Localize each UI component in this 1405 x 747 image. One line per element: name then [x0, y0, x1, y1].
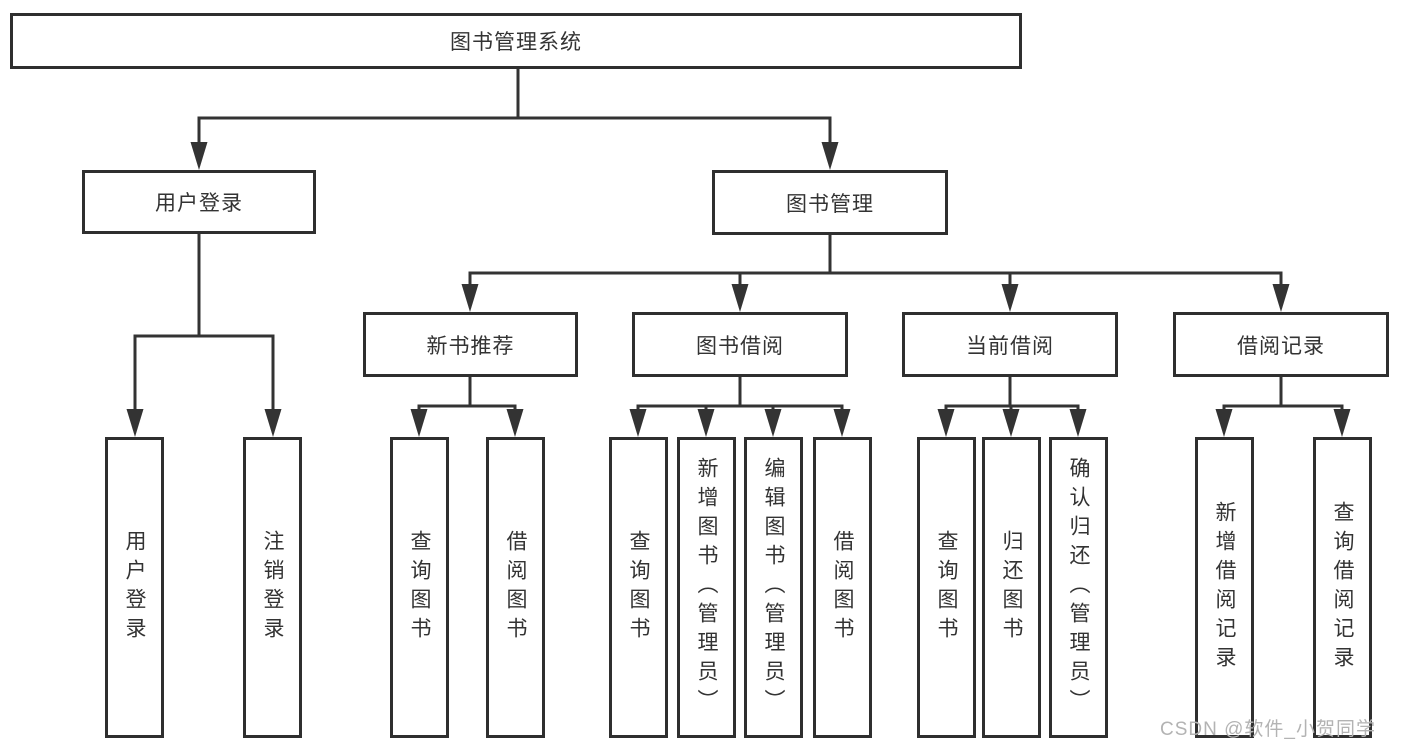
leaf-borrow-edit-books-admin-label: 编辑图书（管理员） [762, 457, 785, 718]
leaf-borrow-borrow-books-label: 借阅图书 [831, 529, 854, 646]
node-book-borrow-label: 图书借阅 [696, 334, 784, 358]
leaf-record-add-borrow-record-label: 新增借阅记录 [1213, 500, 1236, 675]
node-root-label: 图书管理系统 [450, 31, 582, 54]
leaf-newbook-borrow-books-label: 借阅图书 [504, 529, 527, 646]
node-borrow-records: 借阅记录 [1173, 312, 1389, 377]
edge-bookmgmt-to-level3 [468, 235, 1283, 287]
leaf-record-query-borrow-record-label: 查询借阅记录 [1331, 500, 1354, 675]
leaf-newbook-query-books-label: 查询图书 [408, 529, 431, 646]
leaf-user-login: 用户登录 [105, 437, 164, 738]
leaf-logout-login-label: 注销登录 [261, 529, 284, 646]
leaf-borrow-query-books: 查询图书 [609, 437, 668, 738]
node-root-system: 图书管理系统 [10, 13, 1022, 69]
edge-root-to-level2 [197, 69, 832, 144]
node-book-borrow: 图书借阅 [632, 312, 848, 377]
csdn-watermark: CSDN @软件_小贺同学 [1160, 719, 1376, 740]
leaf-record-query-borrow-record: 查询借阅记录 [1313, 437, 1372, 738]
edge-borrowrecord-to-leaves [1222, 377, 1344, 412]
node-user-login: 用户登录 [82, 170, 316, 234]
leaf-user-login-label: 用户登录 [123, 529, 146, 646]
leaf-current-query-books: 查询图书 [917, 437, 976, 738]
node-new-book-recommend: 新书推荐 [363, 312, 578, 377]
leaf-current-confirm-return-admin: 确认归还（管理员） [1049, 437, 1108, 738]
leaf-current-query-books-label: 查询图书 [935, 529, 958, 646]
leaf-record-add-borrow-record: 新增借阅记录 [1195, 437, 1254, 738]
node-current-borrow: 当前借阅 [902, 312, 1118, 377]
leaf-borrow-query-books-label: 查询图书 [627, 529, 650, 646]
node-user-login-label: 用户登录 [155, 192, 243, 215]
leaf-newbook-query-books: 查询图书 [390, 437, 449, 738]
node-book-management-label: 图书管理 [786, 192, 874, 216]
node-borrow-records-label: 借阅记录 [1237, 334, 1325, 358]
leaf-current-confirm-return-admin-label: 确认归还（管理员） [1067, 457, 1090, 718]
leaf-borrow-add-books-admin-label: 新增图书（管理员） [695, 457, 718, 718]
edge-userlogin-to-leaves [133, 234, 275, 411]
edge-bookborrow-to-leaves [636, 377, 844, 412]
leaf-borrow-add-books-admin: 新增图书（管理员） [677, 437, 736, 738]
node-current-borrow-label: 当前借阅 [966, 334, 1054, 358]
leaf-borrow-edit-books-admin: 编辑图书（管理员） [744, 437, 803, 738]
leaf-current-return-books-label: 归还图书 [1000, 529, 1023, 646]
edge-newbook-to-leaves [417, 377, 517, 412]
node-new-book-recommend-label: 新书推荐 [426, 334, 515, 358]
leaf-borrow-borrow-books: 借阅图书 [813, 437, 872, 738]
leaf-logout-login: 注销登录 [243, 437, 302, 738]
leaf-newbook-borrow-books: 借阅图书 [486, 437, 545, 738]
node-book-management: 图书管理 [712, 170, 948, 235]
edge-currentborrow-to-leaves [944, 377, 1080, 412]
leaf-current-return-books: 归还图书 [982, 437, 1041, 738]
